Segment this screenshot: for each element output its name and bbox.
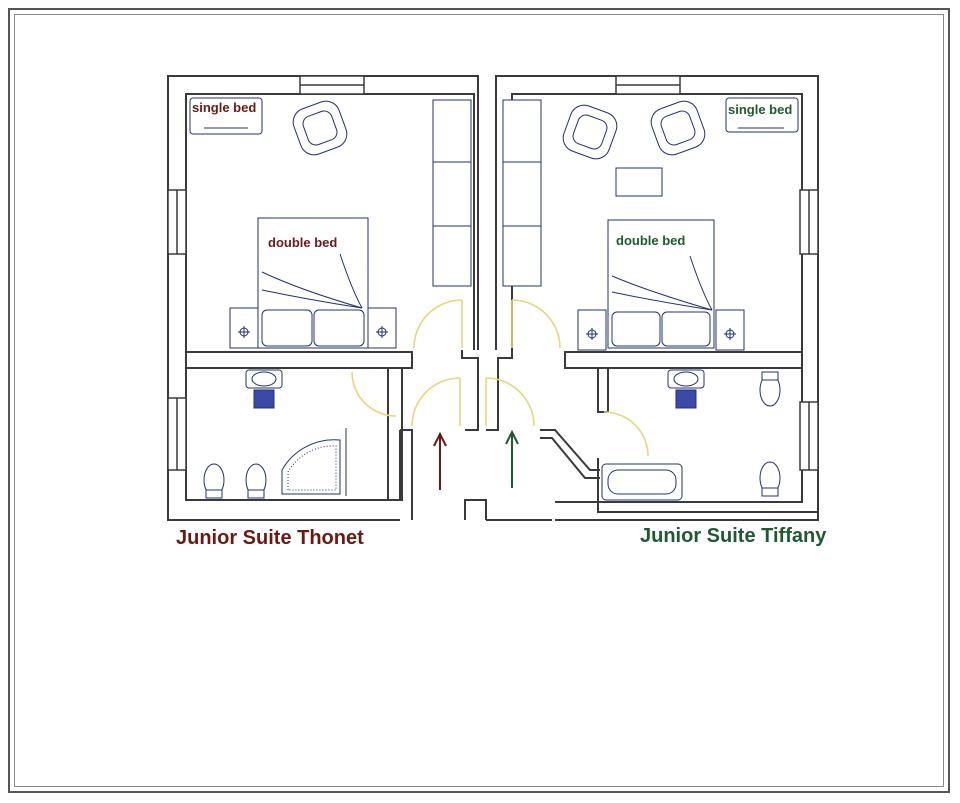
thonet-double-bed-label: double bed	[268, 235, 338, 250]
tiffany-armchair-left	[562, 104, 618, 160]
tiffany-double-bed-label: double bed	[616, 233, 686, 248]
thonet-single-bed	[189, 97, 263, 135]
tiffany-divider	[564, 351, 818, 513]
thonet-single-bed-label: single bed	[192, 100, 257, 115]
tiffany-armchair-right	[650, 100, 706, 156]
tiffany-single-bed-label: single bed	[728, 102, 793, 117]
suite-title-tiffany: Junior Suite Tiffany	[640, 525, 827, 547]
tiffany-furniture	[502, 97, 799, 501]
arrow-thonet	[433, 431, 447, 490]
tiffany-table	[615, 167, 663, 197]
thonet-armchair	[292, 100, 348, 156]
inner-frame	[14, 14, 944, 787]
thonet-wardrobe	[432, 99, 472, 287]
tiffany-wardrobe	[502, 99, 542, 287]
outer-frame	[8, 8, 950, 793]
thonet-shower	[281, 439, 341, 495]
arrow-tiffany	[505, 429, 519, 488]
thonet-divider	[185, 351, 413, 501]
corridor-walls	[399, 350, 600, 521]
suite-title-thonet: Junior Suite Thonet	[176, 527, 364, 549]
thonet-furniture	[189, 97, 472, 499]
windows	[167, 75, 819, 471]
tiffany-single-bed	[725, 97, 799, 133]
door-swings	[351, 299, 649, 457]
